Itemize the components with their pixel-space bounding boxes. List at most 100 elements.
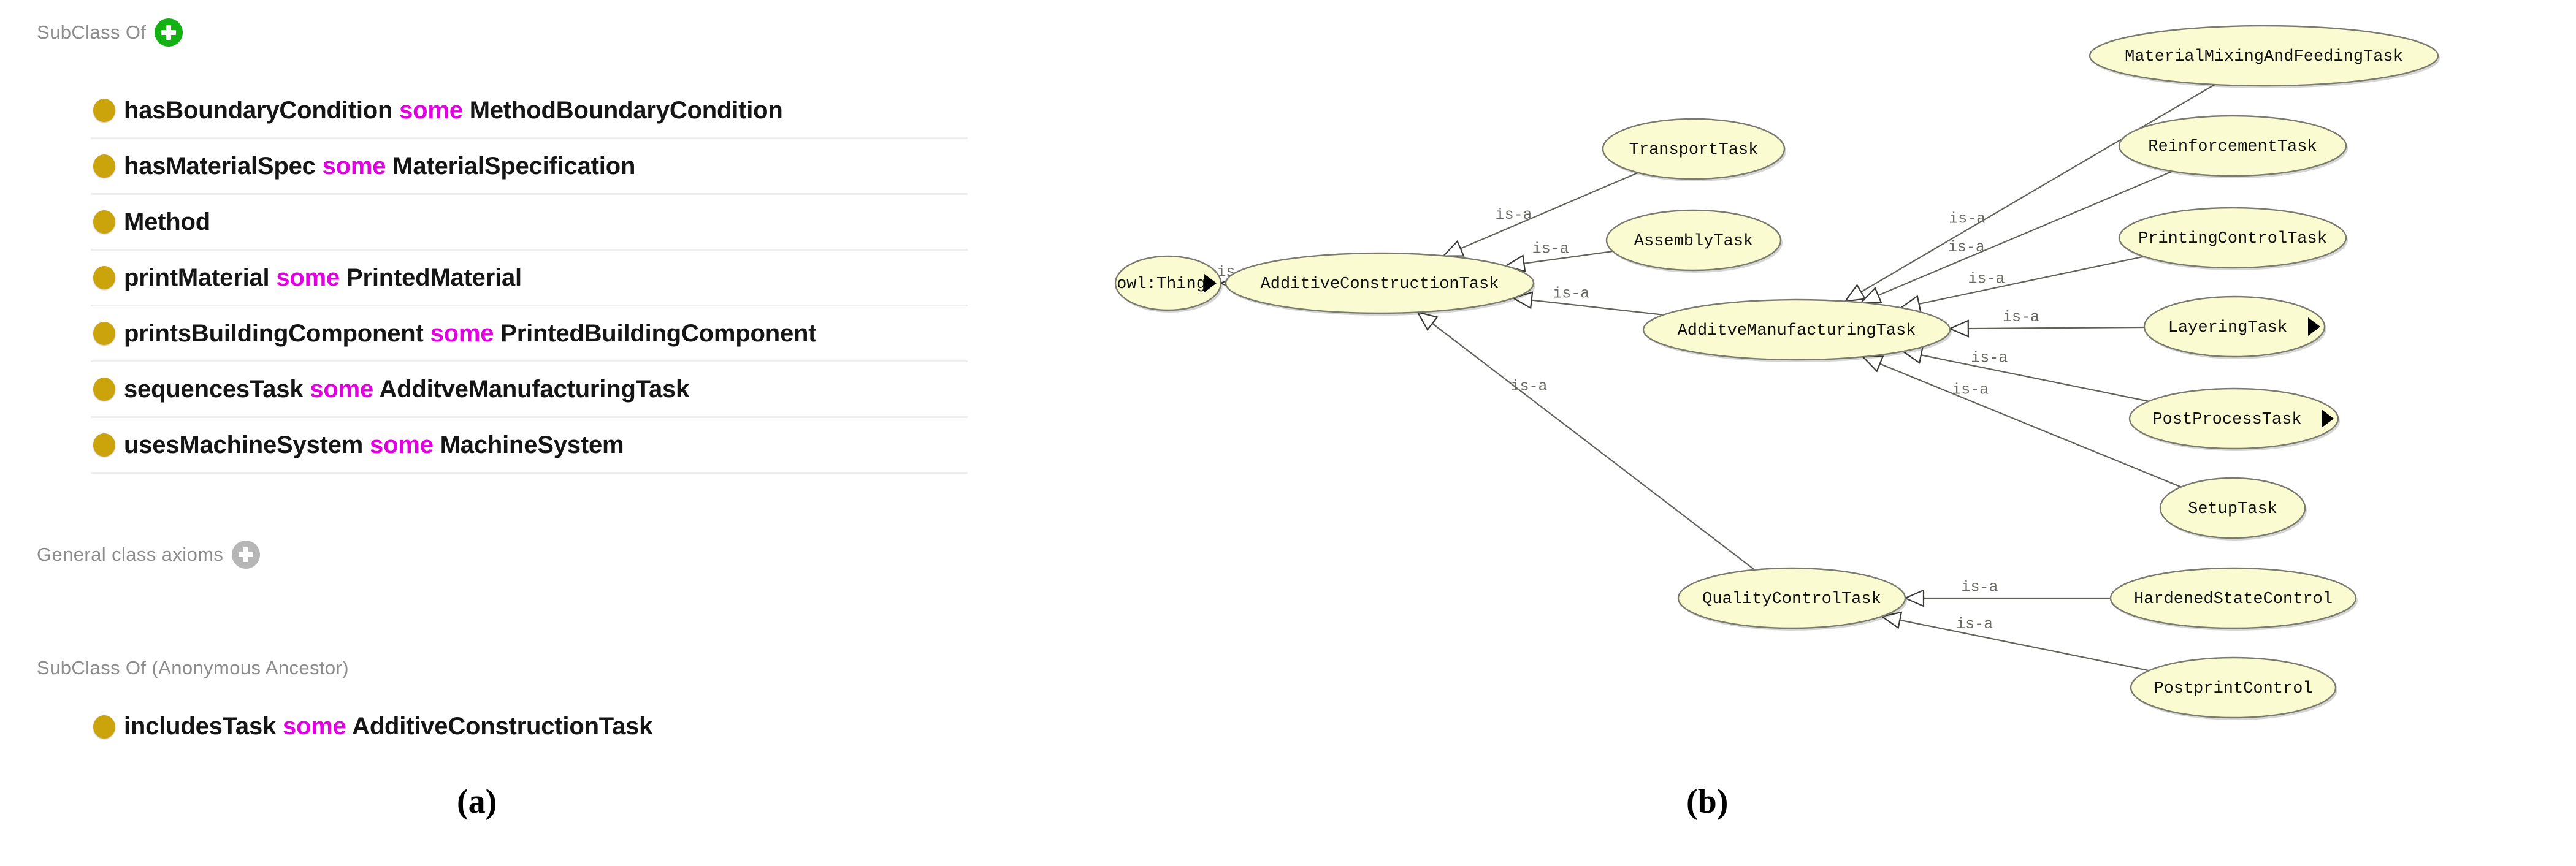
node-ellipse[interactable] (2089, 25, 2439, 87)
node-ellipse[interactable] (2143, 295, 2326, 358)
filled-circle-icon (93, 99, 115, 122)
axiom-row[interactable]: Method (91, 195, 968, 251)
node-label: AdditveManufacturingTask (1678, 322, 1916, 340)
node-ellipse[interactable] (1642, 298, 1951, 361)
generalization-arrowhead-icon (1948, 319, 1970, 338)
graph-node-layering-task[interactable]: LayeringTask (2143, 295, 2326, 359)
edge-line (1524, 250, 1613, 264)
graph-edge[interactable]: is-a (1512, 285, 1664, 316)
node-label: AssemblyTask (1634, 232, 1753, 251)
filled-circle-icon (93, 715, 115, 739)
graph-node-hardened-state-control[interactable]: HardenedStateControl (2109, 567, 2358, 631)
graph-node-assembly-task[interactable]: AssemblyTask (1605, 209, 1783, 273)
node-ellipse[interactable] (1114, 255, 1222, 311)
node-ellipse[interactable] (2118, 207, 2347, 269)
graph-node-setup-task[interactable]: SetupTask (2159, 477, 2307, 541)
node-ellipse[interactable] (2109, 567, 2357, 629)
node-ellipse[interactable] (2159, 477, 2306, 539)
graph-edge[interactable]: is-a (1899, 256, 2144, 313)
panel-caption-a: (a) (457, 783, 497, 821)
graph-edge[interactable]: is-a (1901, 346, 2149, 402)
node-ellipse[interactable] (1225, 252, 1535, 314)
axiom-row[interactable]: hasMaterialSpec some MaterialSpecificati… (91, 139, 968, 195)
graph-node-owl-thing[interactable]: owl:Thing (1114, 255, 1223, 313)
edge-label-is-a: is-a (1952, 381, 1989, 398)
expand-triangle-icon[interactable] (2308, 317, 2320, 336)
edge-line (1919, 256, 2144, 305)
node-ellipse[interactable] (1605, 209, 1782, 272)
node-ellipse[interactable] (2118, 115, 2347, 177)
graph-edge[interactable]: is-a (1843, 84, 2215, 302)
graph-edge[interactable]: is-a (1442, 172, 1638, 257)
node-ellipse[interactable] (1602, 118, 1786, 180)
axiom-expression: printsBuildingComponent some PrintedBuil… (124, 319, 817, 348)
graph-node-quality-control-task[interactable]: QualityControlTask (1677, 567, 1907, 631)
axiom-property: includesTask (124, 713, 277, 740)
expand-triangle-icon[interactable] (1204, 274, 1217, 292)
edge-label-is-a: is-a (1971, 349, 2008, 367)
graph-nodes-layer: owl:Thing AdditiveConstructionTask Transpo… (1114, 25, 2440, 720)
graph-edge[interactable]: is-a (1861, 355, 2182, 488)
node-ellipse[interactable] (2128, 387, 2339, 450)
graph-edge[interactable]: is-a (1948, 308, 2145, 338)
graph-node-post-process-task[interactable]: PostProcessTask (2128, 387, 2340, 451)
generalization-arrowhead-icon (1843, 284, 1867, 302)
axiom-property: sequencesTask (124, 375, 304, 403)
node-label: MaterialMixingAndFeedingTask (2125, 48, 2403, 66)
axiom-row[interactable]: usesMachineSystem some MachineSystem (91, 418, 968, 474)
axiom-row[interactable]: hasBoundaryCondition some MethodBoundary… (91, 83, 968, 139)
axiom-keyword: some (370, 431, 434, 458)
axiom-row[interactable]: sequencesTask some AdditveManufacturingT… (91, 362, 968, 418)
axiom-property: hasBoundaryCondition (124, 96, 393, 124)
node-label: owl:Thing (1117, 275, 1206, 294)
axiom-keyword: some (430, 319, 494, 347)
filled-circle-icon (93, 322, 115, 345)
graph-edge[interactable]: is-a (1504, 240, 1613, 273)
graph-edge[interactable]: is-a (1416, 311, 1756, 571)
plus-circle-green-icon[interactable] (155, 18, 183, 47)
axiom-filler: MethodBoundaryCondition (469, 96, 783, 124)
axiom-keyword: some (399, 96, 463, 124)
axiom-expression: Method (124, 208, 210, 236)
node-label: AdditiveConstructionTask (1261, 275, 1499, 294)
axiom-expression: printMaterial some PrintedMaterial (124, 264, 522, 292)
axiom-property: printMaterial (124, 264, 270, 291)
ontology-graph-canvas[interactable]: is-ais-ais-ais-ais-ais-ais-ais-ais-ais-a… (1073, 0, 2576, 809)
graph-node-postprint-control[interactable]: PostprintControl (2130, 656, 2337, 720)
graph-node-additive-construction-task[interactable]: AdditiveConstructionTask (1225, 252, 1535, 316)
axiom-keyword: some (322, 152, 386, 180)
node-label: PrintingControlTask (2138, 230, 2327, 248)
graph-node-reinforcement-task[interactable]: ReinforcementTask (2118, 115, 2348, 178)
axiom-row[interactable]: printsBuildingComponent some PrintedBuil… (91, 306, 968, 362)
graph-edge[interactable]: is-a (1859, 170, 2173, 303)
node-ellipse[interactable] (2130, 656, 2337, 719)
graph-node-material-mixing-and-feeding-task[interactable]: MaterialMixingAndFeedingTask (2089, 25, 2440, 88)
node-label: HardenedStateControl (2134, 590, 2333, 609)
edge-label-is-a: is-a (1948, 238, 1985, 256)
node-label: PostProcessTask (2152, 411, 2301, 429)
axiom-row[interactable]: includesTask some AdditiveConstructionTa… (91, 699, 968, 754)
axiom-filler: PrintedBuildingComponent (500, 319, 817, 347)
plus-circle-grey-icon[interactable] (232, 541, 261, 569)
subclass-of-axiom-list: hasBoundaryCondition some MethodBoundary… (91, 83, 968, 474)
graph-edge[interactable]: is-a (1880, 611, 2149, 672)
edge-line (1900, 619, 2149, 672)
graph-node-transport-task[interactable]: TransportTask (1602, 118, 1786, 181)
panel-a-subclass-editor: SubClass Of hasBoundaryCondition some Me… (0, 0, 1073, 866)
node-label: TransportTask (1629, 141, 1759, 159)
graph-edge[interactable]: is-a (1903, 579, 2111, 607)
axiom-property: printsBuildingComponent (124, 319, 424, 347)
axiom-row[interactable]: printMaterial some PrintedMaterial (91, 251, 968, 306)
edge-line (1460, 172, 1638, 249)
axiom-property: hasMaterialSpec (124, 152, 316, 180)
edge-label-is-a: is-a (2003, 308, 2039, 326)
node-ellipse[interactable] (1677, 567, 1906, 629)
expand-triangle-icon[interactable] (2322, 409, 2334, 428)
graph-node-printing-control-task[interactable]: PrintingControlTask (2118, 207, 2348, 270)
edge-line (1879, 363, 2182, 488)
filled-circle-icon (93, 210, 115, 234)
axiom-property: usesMachineSystem (124, 431, 364, 458)
edge-label-is-a: is-a (1532, 240, 1569, 258)
graph-node-additve-manufacturing-task[interactable]: AdditveManufacturingTask (1642, 298, 1952, 362)
axiom-expression: usesMachineSystem some MachineSystem (124, 431, 624, 459)
